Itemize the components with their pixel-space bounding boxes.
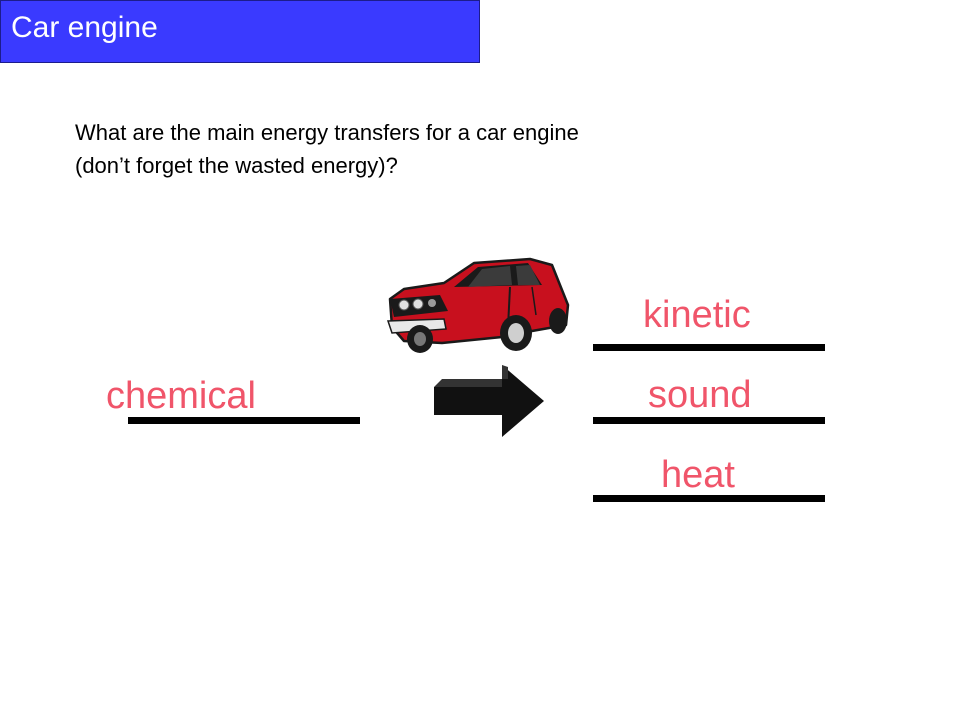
question-line-2: (don’t forget the wasted energy)?	[75, 153, 398, 178]
answer-kinetic: kinetic	[643, 294, 751, 336]
slide-title: Car engine	[11, 11, 158, 44]
answer-sound: sound	[648, 374, 752, 416]
question-text: What are the main energy transfers for a…	[75, 116, 855, 182]
car-icon	[386, 257, 570, 353]
blank-line-output-3	[593, 495, 825, 502]
question-line-1: What are the main energy transfers for a…	[75, 120, 579, 145]
arrow-right-icon	[434, 365, 544, 437]
blank-line-input	[128, 417, 360, 424]
answer-heat: heat	[661, 454, 735, 496]
blank-line-output-2	[593, 417, 825, 424]
answer-chemical: chemical	[106, 375, 256, 417]
blank-line-output-1	[593, 344, 825, 351]
slide-title-box: Car engine	[0, 0, 480, 63]
